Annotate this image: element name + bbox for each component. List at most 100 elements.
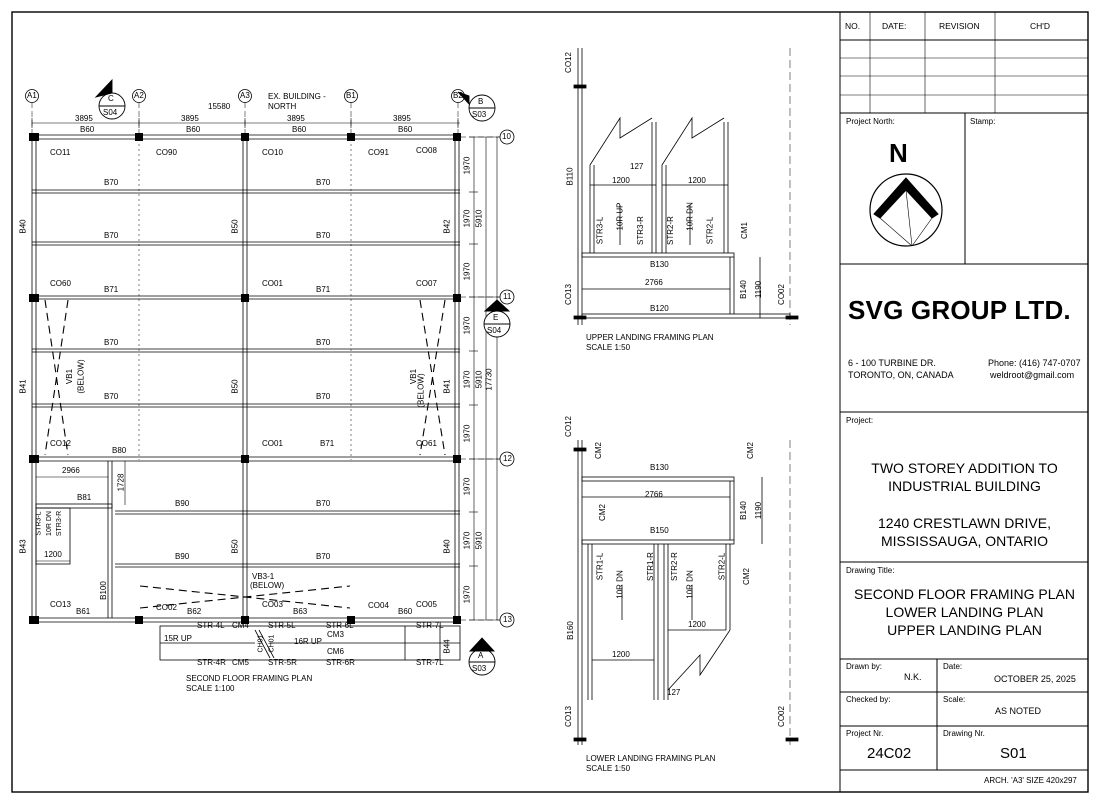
project-title-2: INDUSTRIAL BUILDING bbox=[888, 478, 1041, 494]
project-nr-label: Project Nr. bbox=[846, 729, 884, 738]
company-phone: Phone: (416) 747-0707 bbox=[988, 358, 1081, 368]
vb-label: (BELOW) bbox=[76, 359, 86, 394]
beam-label: B70 bbox=[316, 231, 331, 240]
column-label: CO10 bbox=[262, 148, 283, 157]
company-email: weldroot@gmail.com bbox=[990, 370, 1075, 380]
beam-label: B120 bbox=[650, 304, 669, 313]
stair-label: 16R UP bbox=[294, 637, 323, 646]
dimension: 1200 bbox=[688, 176, 706, 185]
column-label: CO90 bbox=[156, 148, 177, 157]
beam-label: B70 bbox=[104, 392, 119, 401]
beam-label: B71 bbox=[316, 285, 331, 294]
dimension: 127 bbox=[667, 688, 681, 697]
grid-label: 12 bbox=[503, 454, 512, 463]
section-sheet: S04 bbox=[487, 326, 502, 335]
column-label: CM2 bbox=[597, 504, 607, 521]
beam-label: B110 bbox=[565, 167, 575, 186]
vb-below-dashes bbox=[44, 299, 446, 609]
beam-label: B60 bbox=[398, 607, 413, 616]
grid-label: A2 bbox=[134, 91, 144, 100]
column-label: CO05 bbox=[416, 600, 437, 609]
column-label: CO60 bbox=[50, 279, 71, 288]
scale-label: Scale: bbox=[943, 695, 966, 704]
column-label: CO13 bbox=[563, 284, 573, 305]
scale-value: AS NOTED bbox=[995, 706, 1042, 716]
plan-caption: SECOND FLOOR FRAMING PLAN bbox=[186, 674, 313, 683]
column-label: CO03 bbox=[262, 600, 283, 609]
column-label: CO12 bbox=[563, 52, 573, 73]
dimension: 5910 bbox=[474, 209, 484, 228]
vb-label: VB3-1 bbox=[252, 572, 275, 581]
rev-header-date: DATE: bbox=[882, 21, 907, 31]
upper-landing-framing-plan bbox=[573, 48, 799, 325]
dimension: 2766 bbox=[645, 278, 663, 287]
top-dimension-line bbox=[31, 118, 460, 128]
dimension-total: 17730 bbox=[484, 368, 494, 391]
section-letter: B bbox=[478, 97, 484, 106]
drawing-title-label: Drawing Title: bbox=[846, 566, 895, 575]
vertical-beams bbox=[31, 135, 460, 622]
beam-label: B81 bbox=[77, 493, 92, 502]
dimension: 1970 bbox=[462, 316, 472, 335]
section-marker-a bbox=[468, 637, 496, 676]
stair-label: STR-4L bbox=[197, 621, 225, 630]
beam-label: B80 bbox=[112, 446, 127, 455]
beam-label: B150 bbox=[650, 526, 669, 535]
stair-label: CM4 bbox=[232, 621, 249, 630]
column-markers bbox=[29, 133, 461, 624]
beam-label: B50 bbox=[230, 379, 240, 394]
overall-dimension: 15580 bbox=[208, 102, 231, 111]
dimension: 1200 bbox=[44, 550, 62, 559]
stair-label: STR2-L bbox=[717, 552, 727, 581]
stamp-label: Stamp: bbox=[970, 117, 996, 126]
dimension: 1970 bbox=[462, 424, 472, 443]
stair-label: CM5 bbox=[232, 658, 249, 667]
column-label: CO13 bbox=[50, 600, 71, 609]
column-label: CO13 bbox=[563, 706, 573, 727]
beam-label: B70 bbox=[316, 499, 331, 508]
stair-strip bbox=[159, 625, 461, 661]
dimension: 3895 bbox=[287, 114, 305, 123]
drawing-nr-label: Drawing Nr. bbox=[943, 729, 985, 738]
section-sheet: S03 bbox=[472, 664, 487, 673]
beam-label: B40 bbox=[442, 539, 452, 554]
stair-label: STR3-R bbox=[635, 216, 645, 245]
dimension: 3895 bbox=[75, 114, 93, 123]
title-block-frame bbox=[839, 12, 1088, 792]
stair-label: STR1-L bbox=[595, 552, 605, 581]
beam-label: B40 bbox=[18, 219, 28, 234]
dimension: 1970 bbox=[462, 209, 472, 228]
stair-label: CM6 bbox=[327, 647, 344, 656]
section-letter: A bbox=[478, 651, 484, 660]
ex-building-label: EX. BUILDING - bbox=[268, 92, 326, 101]
stair-label: STR3-R bbox=[56, 510, 64, 537]
beam-label: B130 bbox=[650, 463, 669, 472]
stair-label: 10R DN bbox=[45, 511, 53, 536]
stair-label: STR1-R bbox=[645, 552, 655, 581]
beam-label: B70 bbox=[104, 231, 119, 240]
beam-label: B41 bbox=[18, 379, 28, 394]
dimension: 5910 bbox=[474, 531, 484, 550]
grid-lines bbox=[31, 102, 500, 621]
dimension: 1970 bbox=[462, 370, 472, 389]
beam-label: B50 bbox=[230, 219, 240, 234]
dimension: 2766 bbox=[645, 490, 663, 499]
dimension: 1728 bbox=[116, 473, 126, 492]
stair-label: STR-4R bbox=[197, 658, 226, 667]
dimension: 1970 bbox=[462, 156, 472, 175]
landing-scale: SCALE 1:50 bbox=[586, 764, 631, 773]
beam-label: B60 bbox=[80, 125, 95, 134]
stair-label: 10R DN bbox=[685, 202, 695, 231]
stair-label: CM3 bbox=[327, 630, 344, 639]
dimension: 1970 bbox=[462, 477, 472, 496]
stair-label: STR2-R bbox=[665, 216, 675, 245]
beam-label: B70 bbox=[316, 338, 331, 347]
north-letter: N bbox=[889, 138, 908, 168]
beam-label: B60 bbox=[398, 125, 413, 134]
drawn-by-label: Drawn by: bbox=[846, 662, 883, 671]
column-label: CO91 bbox=[368, 148, 389, 157]
beam-label: B42 bbox=[442, 219, 452, 234]
column-label: CO07 bbox=[416, 279, 437, 288]
beam-label: B71 bbox=[320, 439, 335, 448]
grid-bubbles bbox=[25, 89, 515, 628]
